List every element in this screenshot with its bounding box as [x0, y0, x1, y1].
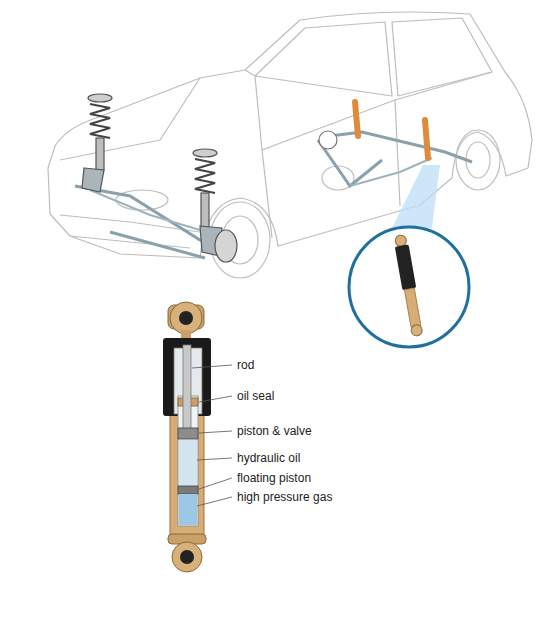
front-suspension-part [215, 230, 237, 262]
detail-inset-part-part [395, 244, 416, 290]
leader-lines-part [197, 458, 232, 460]
front-suspension-part [82, 168, 104, 192]
front-suspension [75, 94, 237, 262]
shock-absorber-cutaway-part [178, 486, 198, 494]
rear-suspension-part [319, 131, 337, 149]
rear-suspension-part [355, 102, 358, 136]
shock-absorber-cutaway-part [172, 542, 202, 572]
shock-absorber-cutaway-part [183, 345, 191, 430]
leader-lines-part [199, 396, 232, 402]
shock-absorber-cutaway-part [178, 428, 198, 439]
car-outline-part [116, 190, 168, 210]
detail-inset-part [393, 234, 424, 337]
shock-absorber-cutaway [163, 302, 211, 572]
front-suspension-part [193, 149, 217, 157]
car-outline-part [245, 70, 492, 150]
front-suspension-part [90, 104, 110, 138]
front-suspension-part [110, 232, 205, 258]
shock-absorber-cutaway-part [179, 440, 197, 486]
rear-suspension [318, 102, 472, 228]
shock-absorber-cutaway-part [179, 311, 193, 325]
rear-suspension-part [330, 132, 472, 162]
part-label: hydraulic oil [235, 451, 302, 465]
shock-absorber-cutaway-part [179, 494, 197, 525]
leader-lines-part [197, 497, 232, 506]
car-outline-part [60, 78, 200, 160]
part-label: piston & valve [235, 424, 314, 438]
leader-lines-part [199, 431, 232, 433]
shock-absorber-cutaway-part [170, 302, 202, 334]
shock-absorber-cutaway-part [180, 550, 194, 564]
car-outline-part [395, 100, 400, 206]
leader-lines-part [199, 478, 232, 489]
detail-inset [349, 227, 469, 347]
part-label: rod [235, 358, 256, 372]
car-outline [48, 12, 532, 278]
leader-lines [192, 365, 232, 506]
part-label: oil seal [235, 389, 276, 403]
car-outline-part [210, 202, 270, 278]
shock-absorber-cutaway-part [170, 410, 204, 536]
rear-suspension-part [392, 165, 440, 228]
part-label: floating piston [235, 471, 313, 485]
car-outline-part [48, 12, 532, 258]
car-outline-part [392, 18, 492, 96]
detail-inset-part-part [404, 288, 420, 327]
front-suspension-part [195, 159, 215, 193]
rear-suspension-part [425, 120, 428, 158]
front-suspension-part [88, 94, 112, 102]
car-outline-part [255, 22, 392, 96]
front-suspension-part [90, 190, 200, 230]
front-suspension-part [96, 138, 104, 170]
part-label: high pressure gas [235, 490, 334, 504]
detail-inset-part [349, 227, 469, 347]
front-suspension-part [201, 193, 209, 227]
detail-inset-part-part [410, 324, 423, 337]
leader-lines-part [192, 365, 232, 368]
